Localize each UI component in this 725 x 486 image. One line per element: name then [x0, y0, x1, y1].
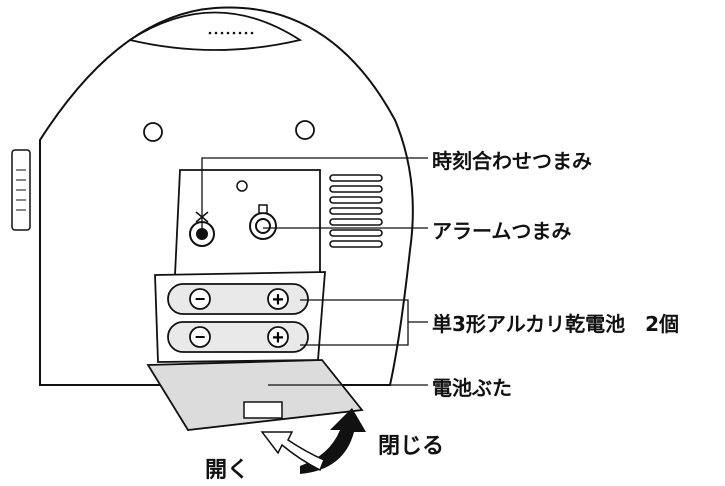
battery-cover-tab	[243, 401, 283, 419]
battery-bottom-plus: +	[272, 327, 284, 349]
mount-hole-left	[143, 122, 163, 142]
open-arrow	[260, 431, 325, 472]
label-battery-cover: 電池ぶた	[432, 376, 512, 400]
battery-cover	[146, 359, 364, 431]
top-vent-dots	[208, 31, 254, 35]
label-close: 閉じる	[378, 434, 445, 459]
leader-time-knob	[201, 157, 428, 234]
label-open: 開く	[205, 458, 250, 483]
battery-top-minus: −	[195, 289, 206, 309]
close-arrow	[300, 408, 366, 474]
label-batteries: 単3形アルカリ乾電池 2個	[432, 312, 680, 336]
mount-hole-right	[295, 120, 315, 140]
battery-top-plus: +	[272, 289, 284, 311]
label-alarm-knob: アラームつまみ	[432, 219, 572, 243]
speaker-grill	[329, 174, 383, 248]
battery-bottom-minus: −	[195, 327, 206, 347]
top-handle	[127, 11, 303, 51]
label-time-knob: 時刻合わせつまみ	[432, 149, 592, 173]
panel-screw	[236, 180, 248, 192]
